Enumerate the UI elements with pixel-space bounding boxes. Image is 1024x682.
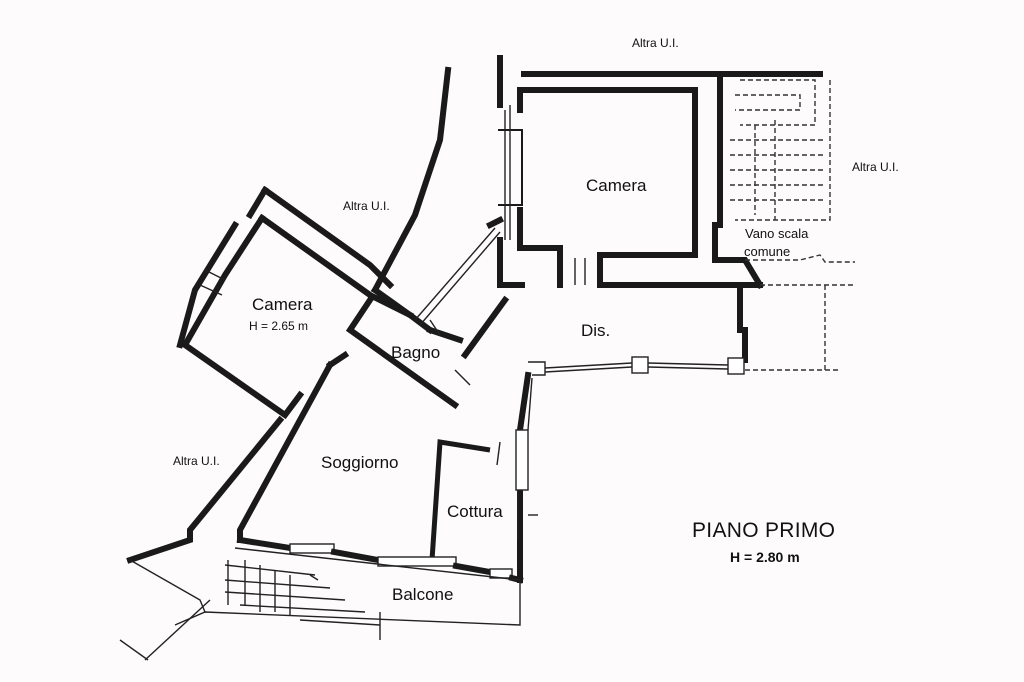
- plan-title: PIANO PRIMO: [692, 519, 836, 542]
- label-camera-left-height: H = 2.65 m: [249, 319, 309, 333]
- label-altra-right: Altra U.I.: [852, 160, 899, 174]
- balcone-walls: [119, 536, 524, 661]
- label-altra-left: Altra U.I.: [173, 454, 220, 468]
- label-bagno: Bagno: [391, 343, 441, 362]
- camera-left-walls: [176, 66, 452, 420]
- dis-walls: [497, 237, 748, 376]
- label-vano-comune: comune: [744, 244, 791, 259]
- label-cottura: Cottura: [447, 502, 503, 521]
- label-altra-mid: Altra U.I.: [343, 199, 390, 213]
- bagno-walls: [345, 215, 510, 410]
- label-altra-top: Altra U.I.: [632, 36, 679, 50]
- label-camera-top: Camera: [586, 176, 647, 195]
- label-soggiorno: Soggiorno: [321, 453, 399, 472]
- label-balcone: Balcone: [392, 585, 454, 604]
- plan-height: H = 2.80 m: [730, 549, 800, 565]
- cottura-walls: [515, 371, 538, 583]
- vano-scala-walls: [597, 77, 855, 371]
- label-dis: Dis.: [581, 321, 611, 340]
- soggiorno-walls: [126, 350, 501, 564]
- label-vano-scala: Vano scala: [745, 226, 809, 241]
- camera-top-walls: [497, 55, 823, 288]
- label-camera-left: Camera: [252, 295, 313, 314]
